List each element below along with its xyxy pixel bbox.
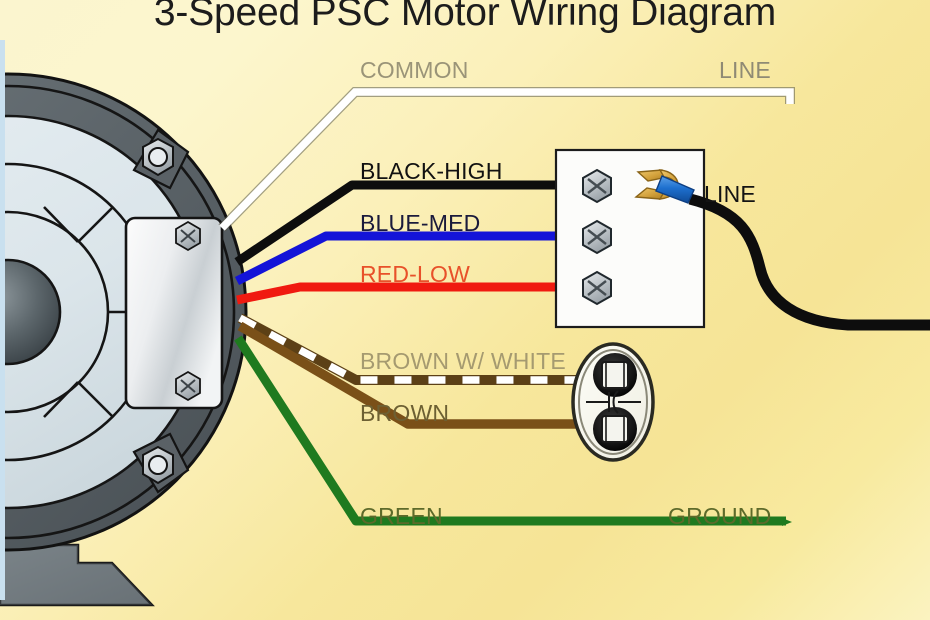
terminal-screw-med[interactable] bbox=[582, 219, 612, 255]
motor-shaft-hub bbox=[0, 258, 62, 366]
label-black-high: BLACK-HIGH bbox=[360, 158, 503, 184]
wire-blue-med bbox=[234, 231, 588, 286]
left-edge-strip bbox=[0, 40, 5, 600]
terminal-screw-low[interactable] bbox=[582, 270, 612, 306]
label-line-right: LINE bbox=[704, 181, 756, 207]
ground-terminus bbox=[782, 518, 792, 526]
label-brown: BROWN bbox=[360, 400, 450, 426]
terminal-block[interactable] bbox=[554, 148, 706, 329]
label-common: COMMON bbox=[360, 57, 469, 83]
motor-junction-box[interactable] bbox=[124, 216, 224, 410]
motor-foot bbox=[0, 543, 155, 607]
junction-box-screw-top[interactable] bbox=[175, 220, 201, 252]
wire-black-high bbox=[234, 180, 588, 266]
wire-red-low bbox=[236, 282, 588, 305]
line-cord bbox=[688, 193, 930, 331]
page-title: 3-Speed PSC Motor Wiring Diagram bbox=[153, 0, 777, 34]
wire-brown-white bbox=[237, 313, 590, 385]
label-ground: GROUND bbox=[668, 503, 772, 529]
wire-green-ground bbox=[234, 335, 786, 526]
label-blue-med: BLUE-MED bbox=[360, 210, 481, 236]
label-brown-w-white: BROWN W/ WHITE bbox=[360, 348, 566, 374]
spade-fork-connector[interactable] bbox=[634, 169, 695, 204]
motor-mounting-tab-bottom bbox=[132, 432, 190, 494]
terminal-screw-high[interactable] bbox=[582, 168, 612, 204]
capacitor-symbol bbox=[586, 390, 641, 414]
motor-mounting-tab-top bbox=[132, 128, 190, 190]
run-capacitor[interactable] bbox=[571, 342, 655, 462]
crimp-barrel bbox=[655, 175, 695, 204]
wire-white-common bbox=[218, 87, 795, 232]
junction-box-screw-bottom[interactable] bbox=[175, 370, 201, 402]
motor-housing bbox=[0, 72, 248, 552]
label-line-top: LINE bbox=[719, 57, 771, 83]
label-green: GREEN bbox=[360, 503, 443, 529]
wire-brown bbox=[237, 321, 590, 429]
label-red-low: RED-LOW bbox=[360, 261, 471, 287]
